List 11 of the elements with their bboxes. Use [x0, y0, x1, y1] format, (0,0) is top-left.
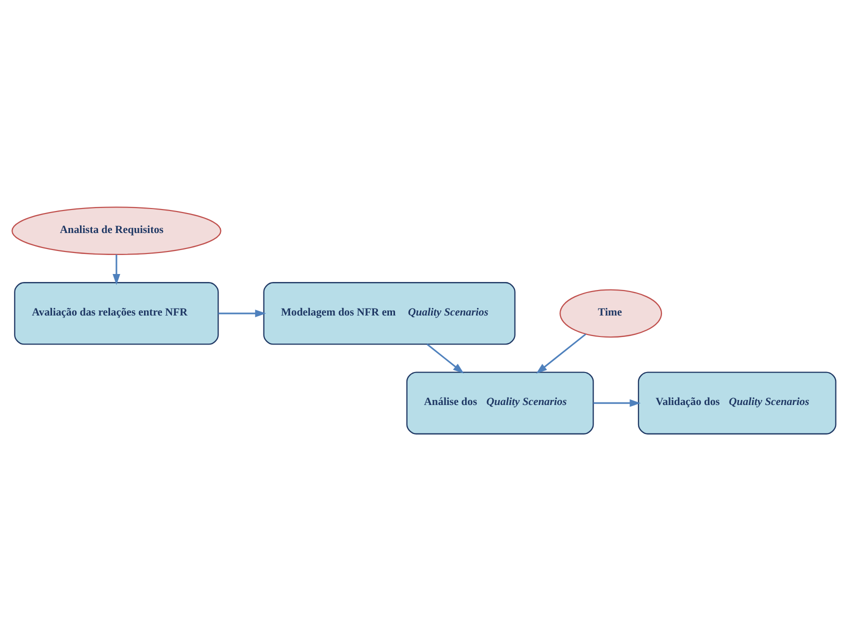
- arrow: [218, 309, 266, 317]
- node-box: Análise dos Quality Scenarios: [406, 371, 594, 434]
- node-ellipse: Analista de Requisitos: [12, 206, 222, 255]
- node-ellipse: Time: [560, 288, 662, 338]
- node-box: Modelagem dos NFR em Quality Scenarios: [263, 282, 516, 344]
- arrow: [426, 343, 464, 374]
- node-box: Validação dos Quality Scenarios: [638, 371, 836, 434]
- node-box: Avaliação das relações entre NFR: [14, 282, 219, 344]
- arrow: [536, 333, 586, 374]
- arrow: [112, 254, 120, 284]
- arrow: [593, 398, 641, 406]
